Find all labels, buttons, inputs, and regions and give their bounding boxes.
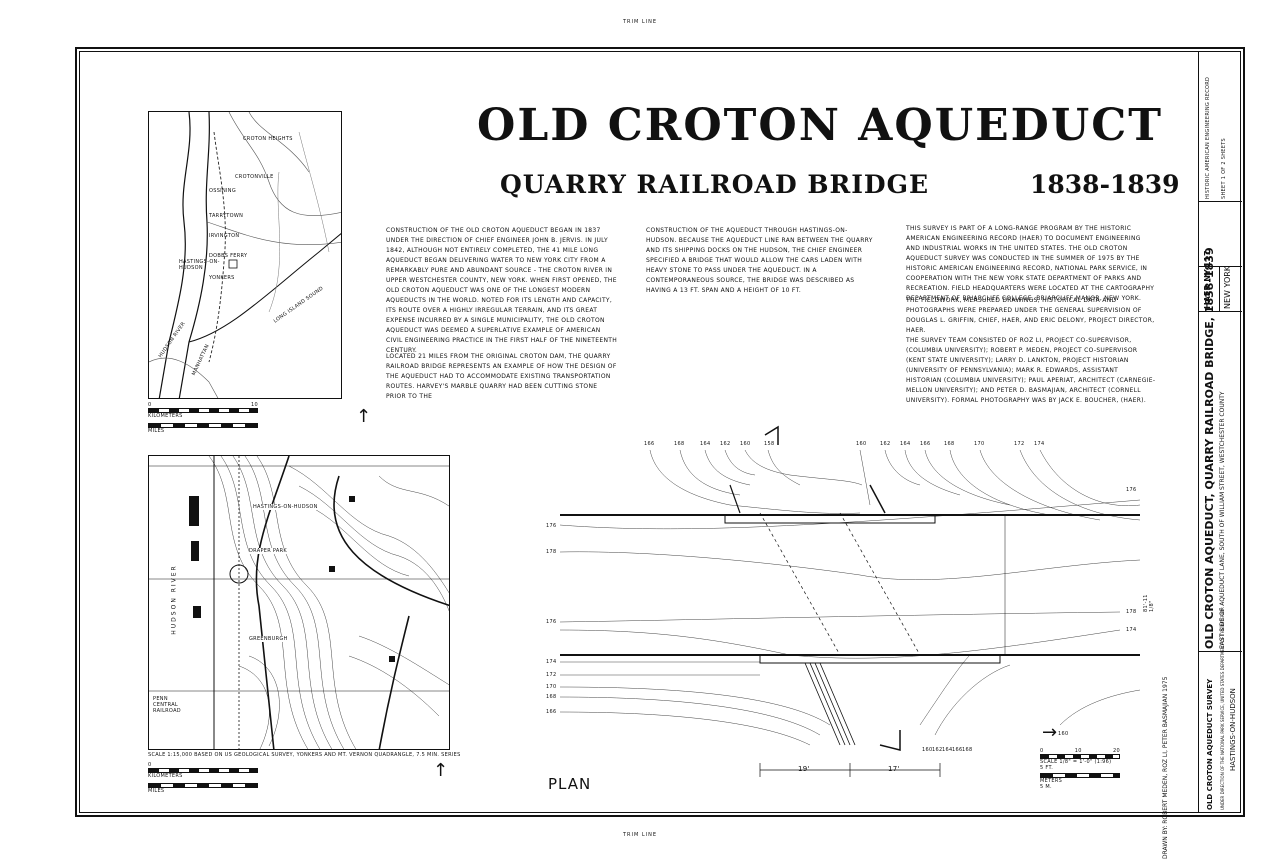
plan-dimension-19ft: 19' (798, 765, 810, 773)
map2-scale-bar: 0 KILOMETERS MILES (148, 762, 258, 794)
contour-label-top-14: 174 (1034, 441, 1045, 447)
plan-scale-ten: 10 (1074, 748, 1082, 754)
tb-haer-header: HISTORIC AMERICAN ENGINEERING RECORD (1205, 76, 1211, 199)
contour-label-right-1: 178 (1126, 609, 1137, 615)
tb-drawing-title: OLD CROTON AQUEDUCT, QUARRY RAILROAD BRI… (1203, 247, 1216, 649)
plan-scale-twenty: 20 (1113, 748, 1120, 754)
title-block-left-strip: DRAWN BY: ROBERT MEDEN, ROZ LI, PETER BA… (1150, 51, 1198, 859)
survey-paragraph-2: The fieldwork, measured drawings, histor… (906, 297, 1155, 334)
map1-label-dobbs-ferry: DOBBS FERRY (209, 253, 248, 259)
map2-scale-zero: 0 (148, 762, 152, 768)
tb-survey-name: OLD CROTON AQUEDUCT SURVEY (1206, 678, 1214, 810)
sheet-border (75, 47, 1245, 817)
contour-label-top-4: 162 (720, 441, 731, 447)
contour-label-top-9: 164 (900, 441, 911, 447)
topographic-site-map: HASTINGS-ON-HUDSON GREENBURGH DRAPER PAR… (148, 455, 450, 750)
plan-linework (559, 425, 1141, 777)
contour-label-top-1: 166 (644, 441, 655, 447)
map1-scale-mi: MILES (148, 428, 165, 434)
contour-label-left-5: 172 (546, 672, 557, 678)
survey-paragraph-3: The survey team consisted of Roz Li, pro… (906, 337, 1156, 404)
history-paragraph-3: construction of the aqueduct through Has… (646, 227, 873, 294)
contour-label-left-1: 176 (546, 523, 557, 529)
map1-label-yonkers: YONKERS (209, 275, 235, 281)
regional-location-map: CROTON HEIGHTS CROTONVILLE OSSINING TARR… (148, 111, 342, 399)
map2-label-penn-central: PENN CENTRAL RAILROAD (153, 696, 193, 714)
plan-drawing: 176 178 176 174 172 170 168 166 178 174 … (540, 425, 1160, 795)
map2-label-hudson-river: HUDSON RIVER (170, 564, 178, 635)
map1-scale-zero: 0 (148, 402, 152, 408)
tb-state: NEW YORK (1223, 265, 1232, 309)
map1-label-ossining: OSSINING (209, 188, 236, 194)
tb-agency: UNDER DIRECTION OF THE NATIONAL PARK SER… (1220, 607, 1225, 810)
contour-label-left-4: 174 (546, 659, 557, 665)
trim-line-top: TRIM LINE (622, 19, 658, 25)
map2-label-hastings: HASTINGS-ON-HUDSON (253, 504, 318, 510)
contour-label-right-2: 174 (1126, 627, 1137, 633)
plan-title: PLAN (548, 775, 592, 793)
plan-dimension-17ft: 17' (888, 765, 900, 773)
contour-label-top-8: 162 (880, 441, 891, 447)
contour-label-top-13: 172 (1014, 441, 1025, 447)
contour-label-top-12: 170 (974, 441, 985, 447)
north-arrow-icon: ↑ (356, 406, 372, 427)
contour-label-top-3: 164 (700, 441, 711, 447)
map1-label-crotonville: CROTONVILLE (235, 174, 274, 180)
plan-scale-m: 5 M. (1040, 784, 1052, 790)
plan-scale-zero: 0 (1040, 748, 1044, 754)
contour-label-top-6: 158 (764, 441, 775, 447)
map2-scale-km: KILOMETERS (148, 773, 183, 779)
drawing-subtitle: QUARRY RAILROAD BRIDGE (500, 170, 930, 199)
survey-paragraph-1: This survey is part of a long-range prog… (906, 225, 1155, 302)
map2-label-draper-park: DRAPER PARK (249, 548, 287, 554)
contour-label-left-7: 168 (546, 694, 557, 700)
map1-scale-km: KILOMETERS (148, 413, 183, 419)
history-paragraph-2: Located 21 miles from the original Croto… (386, 353, 617, 400)
contour-label-bottom-4: 166 (952, 747, 963, 753)
map1-scale-bar: 0 10 KILOMETERS MILES (148, 402, 258, 434)
map1-label-tarrytown: TARRYTOWN (209, 213, 244, 219)
tb-drawn-by: DRAWN BY: ROBERT MEDEN, ROZ LI, PETER BA… (1162, 676, 1169, 859)
map1-label-hastings: HASTINGS-ON-HUDSON (179, 259, 220, 271)
north-arrow-icon-2: ↑ (433, 760, 449, 781)
trim-line-bottom: TRIM LINE (622, 832, 658, 838)
contour-label-bottom-6: 160 (1058, 731, 1069, 737)
contour-label-top-11: 168 (944, 441, 955, 447)
contour-label-bottom-1: 160 (922, 747, 933, 753)
contour-label-top-10: 166 (920, 441, 931, 447)
plan-scale-ft: 5 FT. (1040, 765, 1054, 771)
contour-label-bottom-5: 168 (962, 747, 973, 753)
map2-scale-note: SCALE 1:15,000 BASED ON US GEOLOGICAL SU… (148, 752, 461, 758)
drawing-title: OLD CROTON AQUEDUCT (477, 100, 1163, 151)
tb-survey-block: OLD CROTON AQUEDUCT SURVEY UNDER DIRECTI… (1204, 607, 1240, 811)
map1-label-croton-heights: CROTON HEIGHTS (243, 136, 293, 142)
contour-label-left-6: 170 (546, 684, 557, 690)
contour-label-left-2: 178 (546, 549, 557, 555)
contour-label-top-7: 160 (856, 441, 867, 447)
contour-label-left-3: 176 (546, 619, 557, 625)
drawing-years: 1838-1839 (1030, 170, 1180, 199)
contour-label-left-8: 166 (546, 709, 557, 715)
plan-scale-label: SCALE 1/8" = 1'-0" (1:96) (1040, 759, 1112, 765)
contour-label-top-5: 160 (740, 441, 751, 447)
tb-sheet-number: SHEET 1 OF 2 SHEETS (1221, 137, 1227, 199)
plan-scale-meters: METERS (1040, 778, 1063, 784)
history-paragraph-1: Construction of the Old Croton Aqueduct … (386, 227, 618, 354)
contour-label-top-2: 168 (674, 441, 685, 447)
contour-label-top-15: 176 (1126, 487, 1137, 493)
map1-label-irvington: IRVINGTON (209, 233, 240, 239)
plan-scale-bar: 0 10 20 SCALE 1/8" = 1'-0" (1:96) 5 FT. ME… (1040, 748, 1120, 790)
regional-map-drawing (149, 112, 341, 398)
sheet-inner-border (79, 51, 1241, 813)
contour-label-bottom-2: 162 (932, 747, 943, 753)
map2-label-greenburgh: GREENBURGH (249, 636, 288, 642)
map1-scale-end: 10 (251, 402, 258, 408)
topo-map-drawing (149, 456, 449, 749)
contour-label-bottom-3: 164 (942, 747, 953, 753)
map2-scale-mi: MILES (148, 788, 165, 794)
north-arrow-icon-3: → (1042, 722, 1058, 743)
